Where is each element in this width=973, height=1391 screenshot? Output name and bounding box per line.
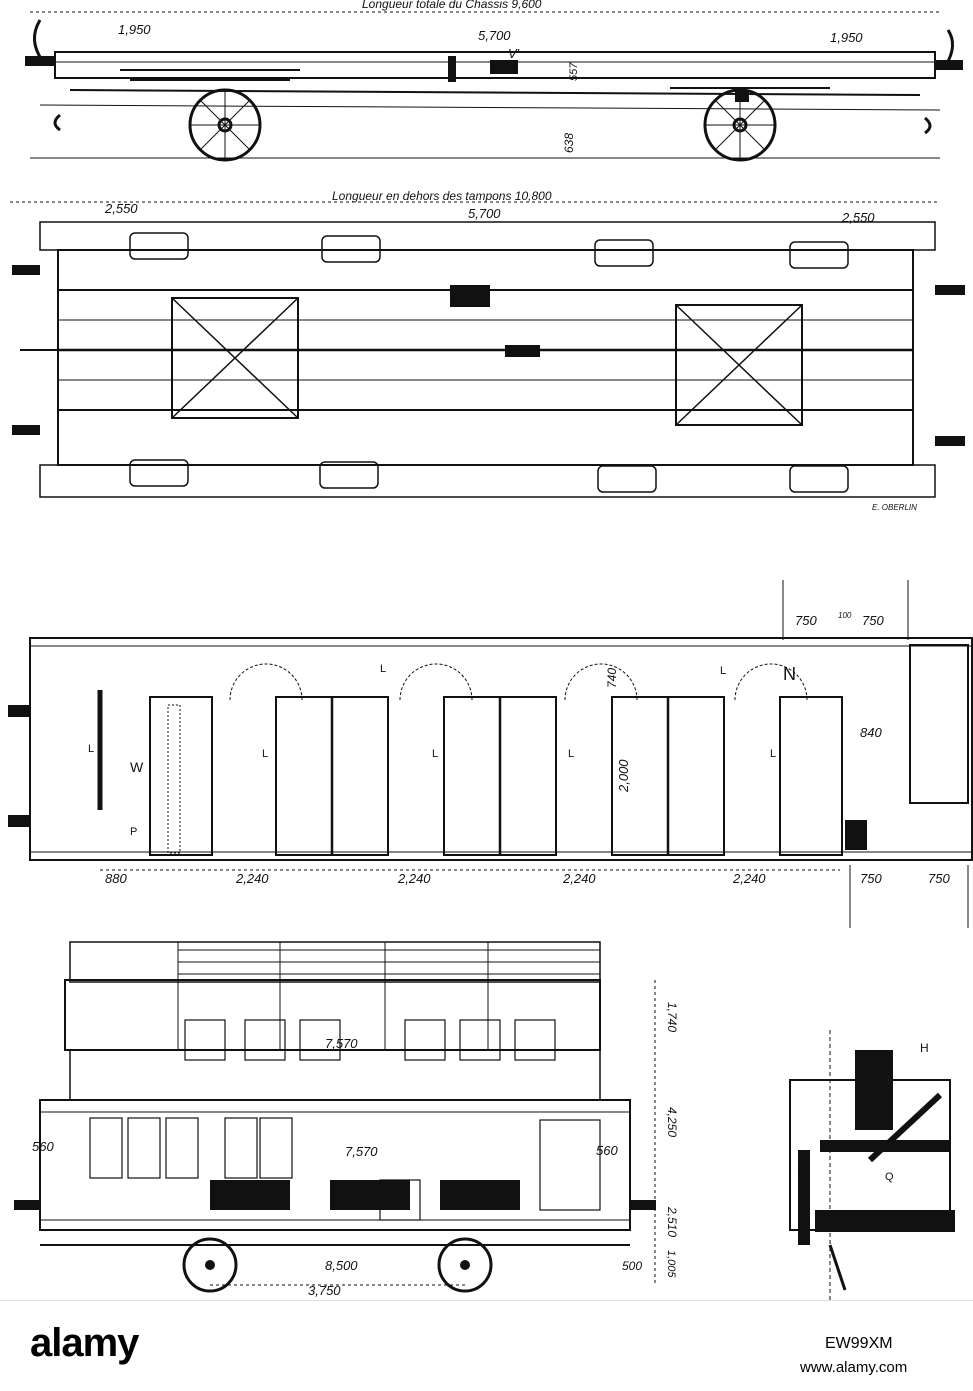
footer-bar: alamy EW99XM www.alamy.com bbox=[0, 1300, 973, 1391]
dim-2000: 2,000 bbox=[616, 759, 631, 793]
dim-right: 1,950 bbox=[830, 30, 863, 45]
label-p: P bbox=[130, 826, 137, 838]
upper-length-dim: 7,570 bbox=[325, 1036, 358, 1051]
dim-740: 740 bbox=[605, 668, 619, 688]
label-l-4: L bbox=[568, 748, 574, 760]
chassis-total-length-title: Longueur totale du Chassis 9,600 bbox=[362, 0, 542, 11]
dim-bottom-0: 880 bbox=[105, 871, 127, 886]
dim-mid: 5,700 bbox=[478, 28, 511, 43]
dim-500: 500 bbox=[622, 1259, 642, 1273]
label-l-3: L bbox=[432, 748, 438, 760]
floor-plan-view: 750 100 750 740 2,000 840 N W P L bbox=[8, 580, 973, 928]
label-l-2: L bbox=[262, 748, 268, 760]
label-l-5: L bbox=[770, 748, 776, 760]
dim-638: 638 bbox=[562, 133, 576, 153]
plan-length-title: Longueur en dehors des tampons 10,800 bbox=[332, 189, 552, 203]
label-l-6: L bbox=[380, 663, 386, 675]
engraving-svg: Longueur totale du Chassis 9,600 1,950 5… bbox=[8, 0, 973, 1300]
dim-left: 1,950 bbox=[118, 22, 151, 37]
dim-557: 557 bbox=[568, 62, 580, 81]
dim-1005: 1,005 bbox=[665, 1250, 677, 1278]
engraver-signature: E. OBERLIN bbox=[872, 503, 917, 512]
alamy-logo: alamy bbox=[30, 1321, 139, 1365]
door-dim-top-mid: 100 bbox=[838, 611, 852, 620]
stock-id: EW99XM bbox=[825, 1335, 893, 1352]
label-l-1: L bbox=[88, 743, 94, 755]
dim-2510: 2,510 bbox=[665, 1206, 679, 1237]
engraving-drawing: Longueur totale du Chassis 9,600 1,950 5… bbox=[8, 0, 973, 1300]
side-elevation-view: 7,570 7,570 560 560 1,740 4,250 2,510 1,… bbox=[14, 941, 679, 1298]
mark-v: V' bbox=[508, 46, 520, 61]
label-w: W bbox=[130, 759, 144, 775]
dim-840: 840 bbox=[860, 725, 882, 740]
plan-dim-left: 2,550 bbox=[104, 201, 138, 216]
dim-1740: 1,740 bbox=[665, 1002, 679, 1032]
label-l-7: L bbox=[720, 665, 726, 677]
section-label-p: P bbox=[798, 1166, 805, 1178]
dim-8500: 8,500 bbox=[325, 1258, 358, 1273]
dim-bottom-1: 2,240 bbox=[235, 871, 269, 886]
door-dim-bottom-right: 750 bbox=[928, 871, 950, 886]
dim-bottom-4: 2,240 bbox=[732, 871, 766, 886]
dim-bottom-3: 2,240 bbox=[562, 871, 596, 886]
stock-url: www.alamy.com bbox=[800, 1359, 908, 1376]
dim-bottom-2: 2,240 bbox=[397, 871, 431, 886]
dim-560-left: 560 bbox=[32, 1139, 54, 1154]
lower-length-dim: 7,570 bbox=[345, 1144, 378, 1159]
section-label-h: H bbox=[920, 1041, 929, 1055]
plan-dim-mid: 5,700 bbox=[468, 206, 501, 221]
dim-560-right: 560 bbox=[596, 1143, 618, 1158]
door-dim-bottom-left: 750 bbox=[860, 871, 882, 886]
section-label-q: Q bbox=[885, 1171, 894, 1183]
door-dim-top-right: 750 bbox=[862, 613, 884, 628]
dim-4250: 4,250 bbox=[665, 1107, 679, 1137]
underframe-plan-view: Longueur en dehors des tampons 10,800 2,… bbox=[10, 189, 965, 512]
chassis-side-view: Longueur totale du Chassis 9,600 1,950 5… bbox=[25, 0, 963, 162]
door-dim-top-left: 750 bbox=[795, 613, 817, 628]
label-n: N bbox=[783, 664, 796, 684]
end-section-view: H P Q bbox=[789, 1030, 955, 1300]
dim-3750: 3,750 bbox=[308, 1283, 341, 1298]
